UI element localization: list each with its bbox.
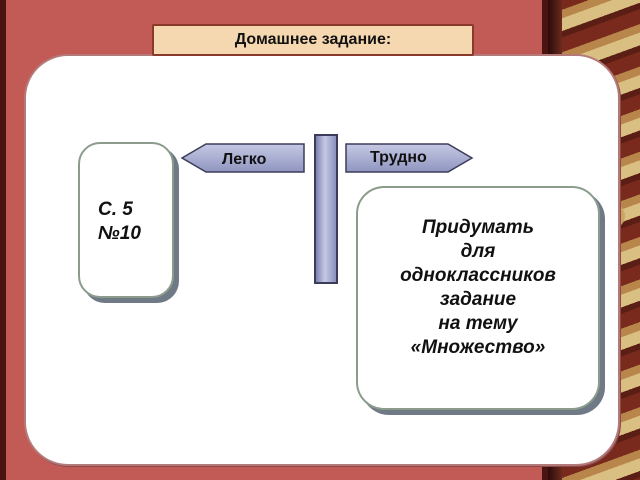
hard-task-line: «Множество» [410,337,546,358]
hard-task-line: Придумать [422,217,534,238]
hard-task-line: задание [439,289,517,310]
signpost-arrows [180,143,474,173]
hard-task-text: Придумать для одноклассников задание на … [358,216,598,360]
page-title-text: Домашнее задание: [234,31,392,48]
arrow-left-label: Легко [222,151,267,168]
hard-task-line: на тему [438,313,518,334]
easy-task-line: С. 5 [98,199,133,220]
hard-task-card: Придумать для одноклассников задание на … [356,186,600,410]
arrow-left-shape [180,143,305,173]
hard-task-line: для [460,241,496,262]
easy-task-line: №10 [98,223,141,244]
hard-task-line: одноклассников [400,265,556,286]
arrow-right-label: Трудно [370,149,427,166]
signpost-pole [314,134,338,284]
page-title: Домашнее задание: [152,24,474,56]
easy-task-card: С. 5 №10 [78,142,174,298]
arrow-right-shape [345,143,474,173]
easy-task-text: С. 5 №10 [98,198,141,246]
